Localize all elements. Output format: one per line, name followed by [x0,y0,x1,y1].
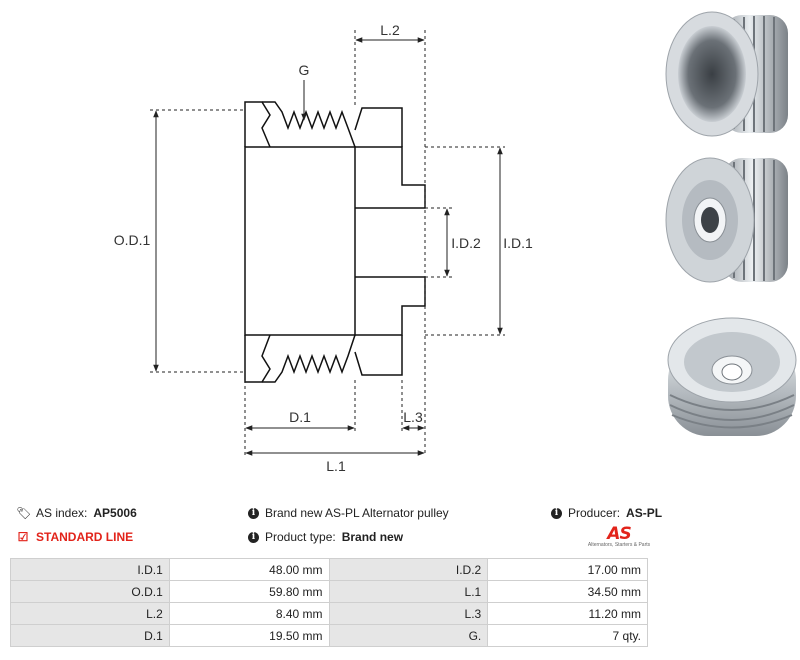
label-id2: I.D.2 [451,235,481,251]
spec-value: 11.20 mm [487,602,648,625]
label-l3: L.3 [403,409,423,425]
spec-key: L.2 [10,602,170,625]
logo-mark: AS [607,524,631,544]
product-type-label: Product type: [265,530,336,544]
as-pl-logo: AS Alternators, Starters & Parts [584,524,654,548]
producer-label: Producer: [568,506,621,520]
spec-key: L.1 [328,580,489,603]
label-d1: D.1 [289,409,311,425]
spec-value: 17.00 mm [487,558,648,581]
dimension-arrows [153,37,503,456]
pulley-rear-photo [667,317,797,436]
label-l1: L.1 [326,458,346,474]
info-icon: i [248,531,259,543]
as-index-value: AP5006 [93,506,137,520]
pulley-angled-photo [665,157,788,283]
spec-value: 48.00 mm [168,558,330,581]
description-text: Brand new AS-PL Alternator pulley [265,506,449,520]
spec-value: 34.50 mm [487,580,648,603]
spec-key: D.1 [10,624,170,647]
spec-value: 19.50 mm [168,624,330,647]
logo-tagline: Alternators, Starters & Parts [587,542,651,548]
pulley-front-photo [665,11,788,137]
spec-key: I.D.2 [328,558,489,581]
spec-value: 59.80 mm [168,580,330,603]
label-id1: I.D.1 [503,235,533,251]
spec-value: 8.40 mm [168,602,330,625]
description-row: i Brand new AS-PL Alternator pulley [248,506,449,520]
checkbox-icon: ☑ [17,530,29,544]
standard-line-row: ☑ STANDARD LINE [16,530,134,544]
label-g: G [299,62,310,78]
pulley-outline [244,101,426,383]
info-icon: i [551,507,562,519]
spec-key: O.D.1 [10,580,170,603]
spec-key: I.D.1 [10,558,170,581]
spec-key: L.3 [328,602,489,625]
standard-line-label: STANDARD LINE [36,530,134,544]
product-type-row: i Product type: Brand new [248,530,403,544]
producer-row: i Producer: AS-PL [551,506,662,520]
label-od1: O.D.1 [114,232,151,248]
spec-value: 7 qty. [487,624,648,647]
pulley-technical-drawing: L.2 G O.D.1 I.D.2 I.D.1 D.1 L.3 L.1 [114,22,533,474]
producer-value: AS-PL [626,506,663,520]
spec-key: G. [328,624,489,647]
extension-lines [150,30,505,455]
label-l2: L.2 [380,22,400,38]
tags-icon: 🏷 [16,506,32,520]
info-icon: i [248,507,259,519]
as-index-row: 🏷 AS index: AP5006 [16,506,137,520]
product-type-value: Brand new [341,530,404,544]
as-index-label: AS index: [36,506,88,520]
